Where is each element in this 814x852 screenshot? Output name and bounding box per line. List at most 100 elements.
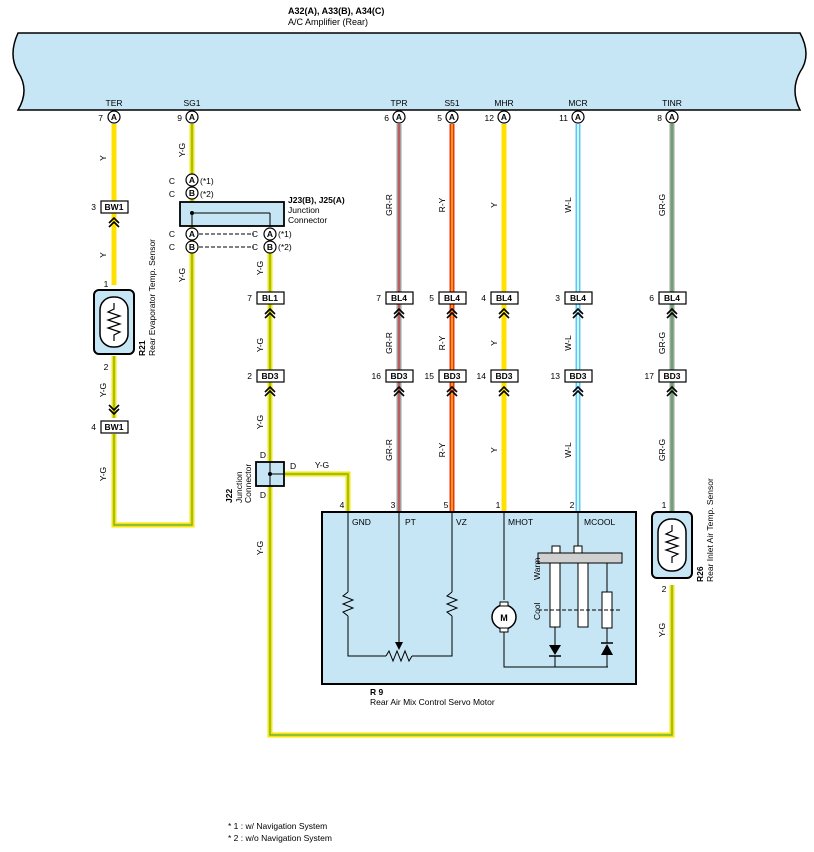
svg-text:BD3: BD3 (495, 371, 512, 381)
svg-text:A: A (189, 175, 195, 185)
svg-text:A: A (111, 112, 117, 122)
svg-text:7: 7 (247, 293, 252, 303)
svg-text:A: A (501, 112, 507, 122)
svg-text:Y-G: Y-G (657, 623, 667, 637)
pin-name-tpr: TPR (391, 98, 408, 108)
svg-text:R21: R21 (137, 340, 147, 356)
svg-text:A: A (189, 229, 195, 239)
svg-text:7: 7 (98, 113, 103, 123)
amplifier-name: A/C Amplifier (Rear) (288, 17, 368, 27)
connector-bd3-row: BD3 16 BD3 15 BD3 14 BD3 13 BD3 17 (372, 369, 687, 397)
connector-bw1-bottom: BW1 4 (91, 404, 129, 434)
svg-text:Y: Y (489, 447, 499, 453)
svg-text:C: C (169, 242, 175, 252)
svg-text:7: 7 (376, 293, 381, 303)
svg-text:Junction: Junction (234, 471, 244, 503)
svg-text:Warm: Warm (532, 558, 542, 580)
amplifier-body (12, 32, 807, 111)
svg-text:GR-R: GR-R (384, 439, 394, 461)
svg-text:M: M (500, 613, 508, 623)
svg-text:14: 14 (477, 371, 487, 381)
svg-text:C: C (252, 229, 258, 239)
junction-j22: D D D J22 Junction Connector (224, 450, 296, 503)
amp-pin-tinr: 8 A (657, 110, 679, 124)
svg-text:A: A (189, 112, 195, 122)
svg-text:BW1: BW1 (105, 202, 124, 212)
pin-name-s51: S51 (444, 98, 459, 108)
svg-text:C: C (252, 242, 258, 252)
svg-text:BD3: BD3 (569, 371, 586, 381)
servo-r9: 4 3 5 1 2 GND PT VZ MHOT MCOOL M (321, 500, 637, 707)
svg-text:D: D (260, 490, 266, 500)
svg-text:MCOOL: MCOOL (584, 517, 615, 527)
sensor-r26: 1 2 R26 Rear Inlet Air Temp. Sensor (651, 478, 715, 594)
svg-text:3: 3 (91, 202, 96, 212)
svg-text:R 9: R 9 (370, 687, 384, 697)
diode-icon (601, 644, 613, 655)
svg-text:Y-G: Y-G (315, 460, 329, 470)
svg-text:Y-G: Y-G (255, 415, 265, 429)
svg-text:R26: R26 (695, 566, 705, 582)
footnote-1: * 1 : w/ Navigation System (228, 821, 327, 831)
svg-text:Y: Y (489, 202, 499, 208)
svg-text:A: A (449, 112, 455, 122)
svg-text:Y: Y (98, 155, 108, 161)
svg-text:VZ: VZ (456, 517, 467, 527)
svg-text:J23(B), J25(A): J23(B), J25(A) (288, 195, 345, 205)
svg-text:Connector: Connector (288, 215, 327, 225)
svg-text:B: B (189, 242, 195, 252)
wire-junction-yg (267, 253, 675, 738)
svg-text:GR-R: GR-R (384, 194, 394, 216)
connector-bw1-top: BW1 3 (91, 200, 129, 228)
svg-text:D: D (260, 450, 266, 460)
svg-text:3: 3 (391, 500, 396, 510)
svg-text:Connector: Connector (243, 464, 253, 503)
svg-text:BD3: BD3 (663, 371, 680, 381)
svg-text:(*1): (*1) (278, 229, 292, 239)
svg-text:A: A (267, 229, 273, 239)
svg-text:5: 5 (437, 113, 442, 123)
svg-text:Junction: Junction (288, 205, 320, 215)
svg-text:12: 12 (485, 113, 495, 123)
pin-name-ter: TER (106, 98, 123, 108)
svg-text:4: 4 (481, 293, 486, 303)
svg-text:5: 5 (444, 500, 449, 510)
wire-color-labels: Y Y Y-G Y-G Y-G Y-G Y-G Y-G Y-G Y-G Y-G … (98, 143, 667, 637)
svg-text:BL4: BL4 (664, 293, 680, 303)
svg-text:16: 16 (372, 371, 382, 381)
svg-text:Y-G: Y-G (98, 383, 108, 397)
svg-text:(*2): (*2) (278, 242, 292, 252)
svg-text:W-L: W-L (563, 335, 573, 351)
svg-text:GR-G: GR-G (657, 194, 667, 216)
amp-pin-ter: 7 A (98, 110, 121, 124)
svg-text:17: 17 (645, 371, 655, 381)
svg-text:BL4: BL4 (570, 293, 586, 303)
svg-text:BL1: BL1 (262, 293, 278, 303)
amplifier-code: A32(A), A33(B), A34(C) (288, 6, 384, 16)
svg-text:(*2): (*2) (200, 189, 214, 199)
svg-text:R-Y: R-Y (437, 442, 447, 457)
svg-text:2: 2 (570, 500, 575, 510)
svg-text:C: C (169, 189, 175, 199)
amp-pin-s51: 5 A (437, 110, 459, 124)
svg-text:Rear Evaporator Temp. Sensor: Rear Evaporator Temp. Sensor (147, 239, 157, 356)
pin-name-mhr: MHR (494, 98, 513, 108)
footnote-2: * 2 : w/o Navigation System (228, 833, 332, 843)
svg-text:4: 4 (340, 500, 345, 510)
svg-text:BL4: BL4 (496, 293, 512, 303)
amp-pin-tpr: 6 A (384, 110, 406, 124)
svg-text:BD3: BD3 (443, 371, 460, 381)
svg-text:GND: GND (352, 517, 371, 527)
svg-text:C: C (169, 176, 175, 186)
svg-text:9: 9 (177, 113, 182, 123)
svg-text:W-L: W-L (563, 442, 573, 458)
svg-text:(*1): (*1) (200, 176, 214, 186)
svg-text:1: 1 (496, 500, 501, 510)
svg-text:BL4: BL4 (391, 293, 407, 303)
svg-text:GR-G: GR-G (657, 439, 667, 461)
svg-text:5: 5 (429, 293, 434, 303)
svg-text:A: A (669, 112, 675, 122)
svg-text:Rear Air Mix Control Servo Mot: Rear Air Mix Control Servo Motor (370, 697, 495, 707)
svg-text:11: 11 (559, 113, 568, 123)
